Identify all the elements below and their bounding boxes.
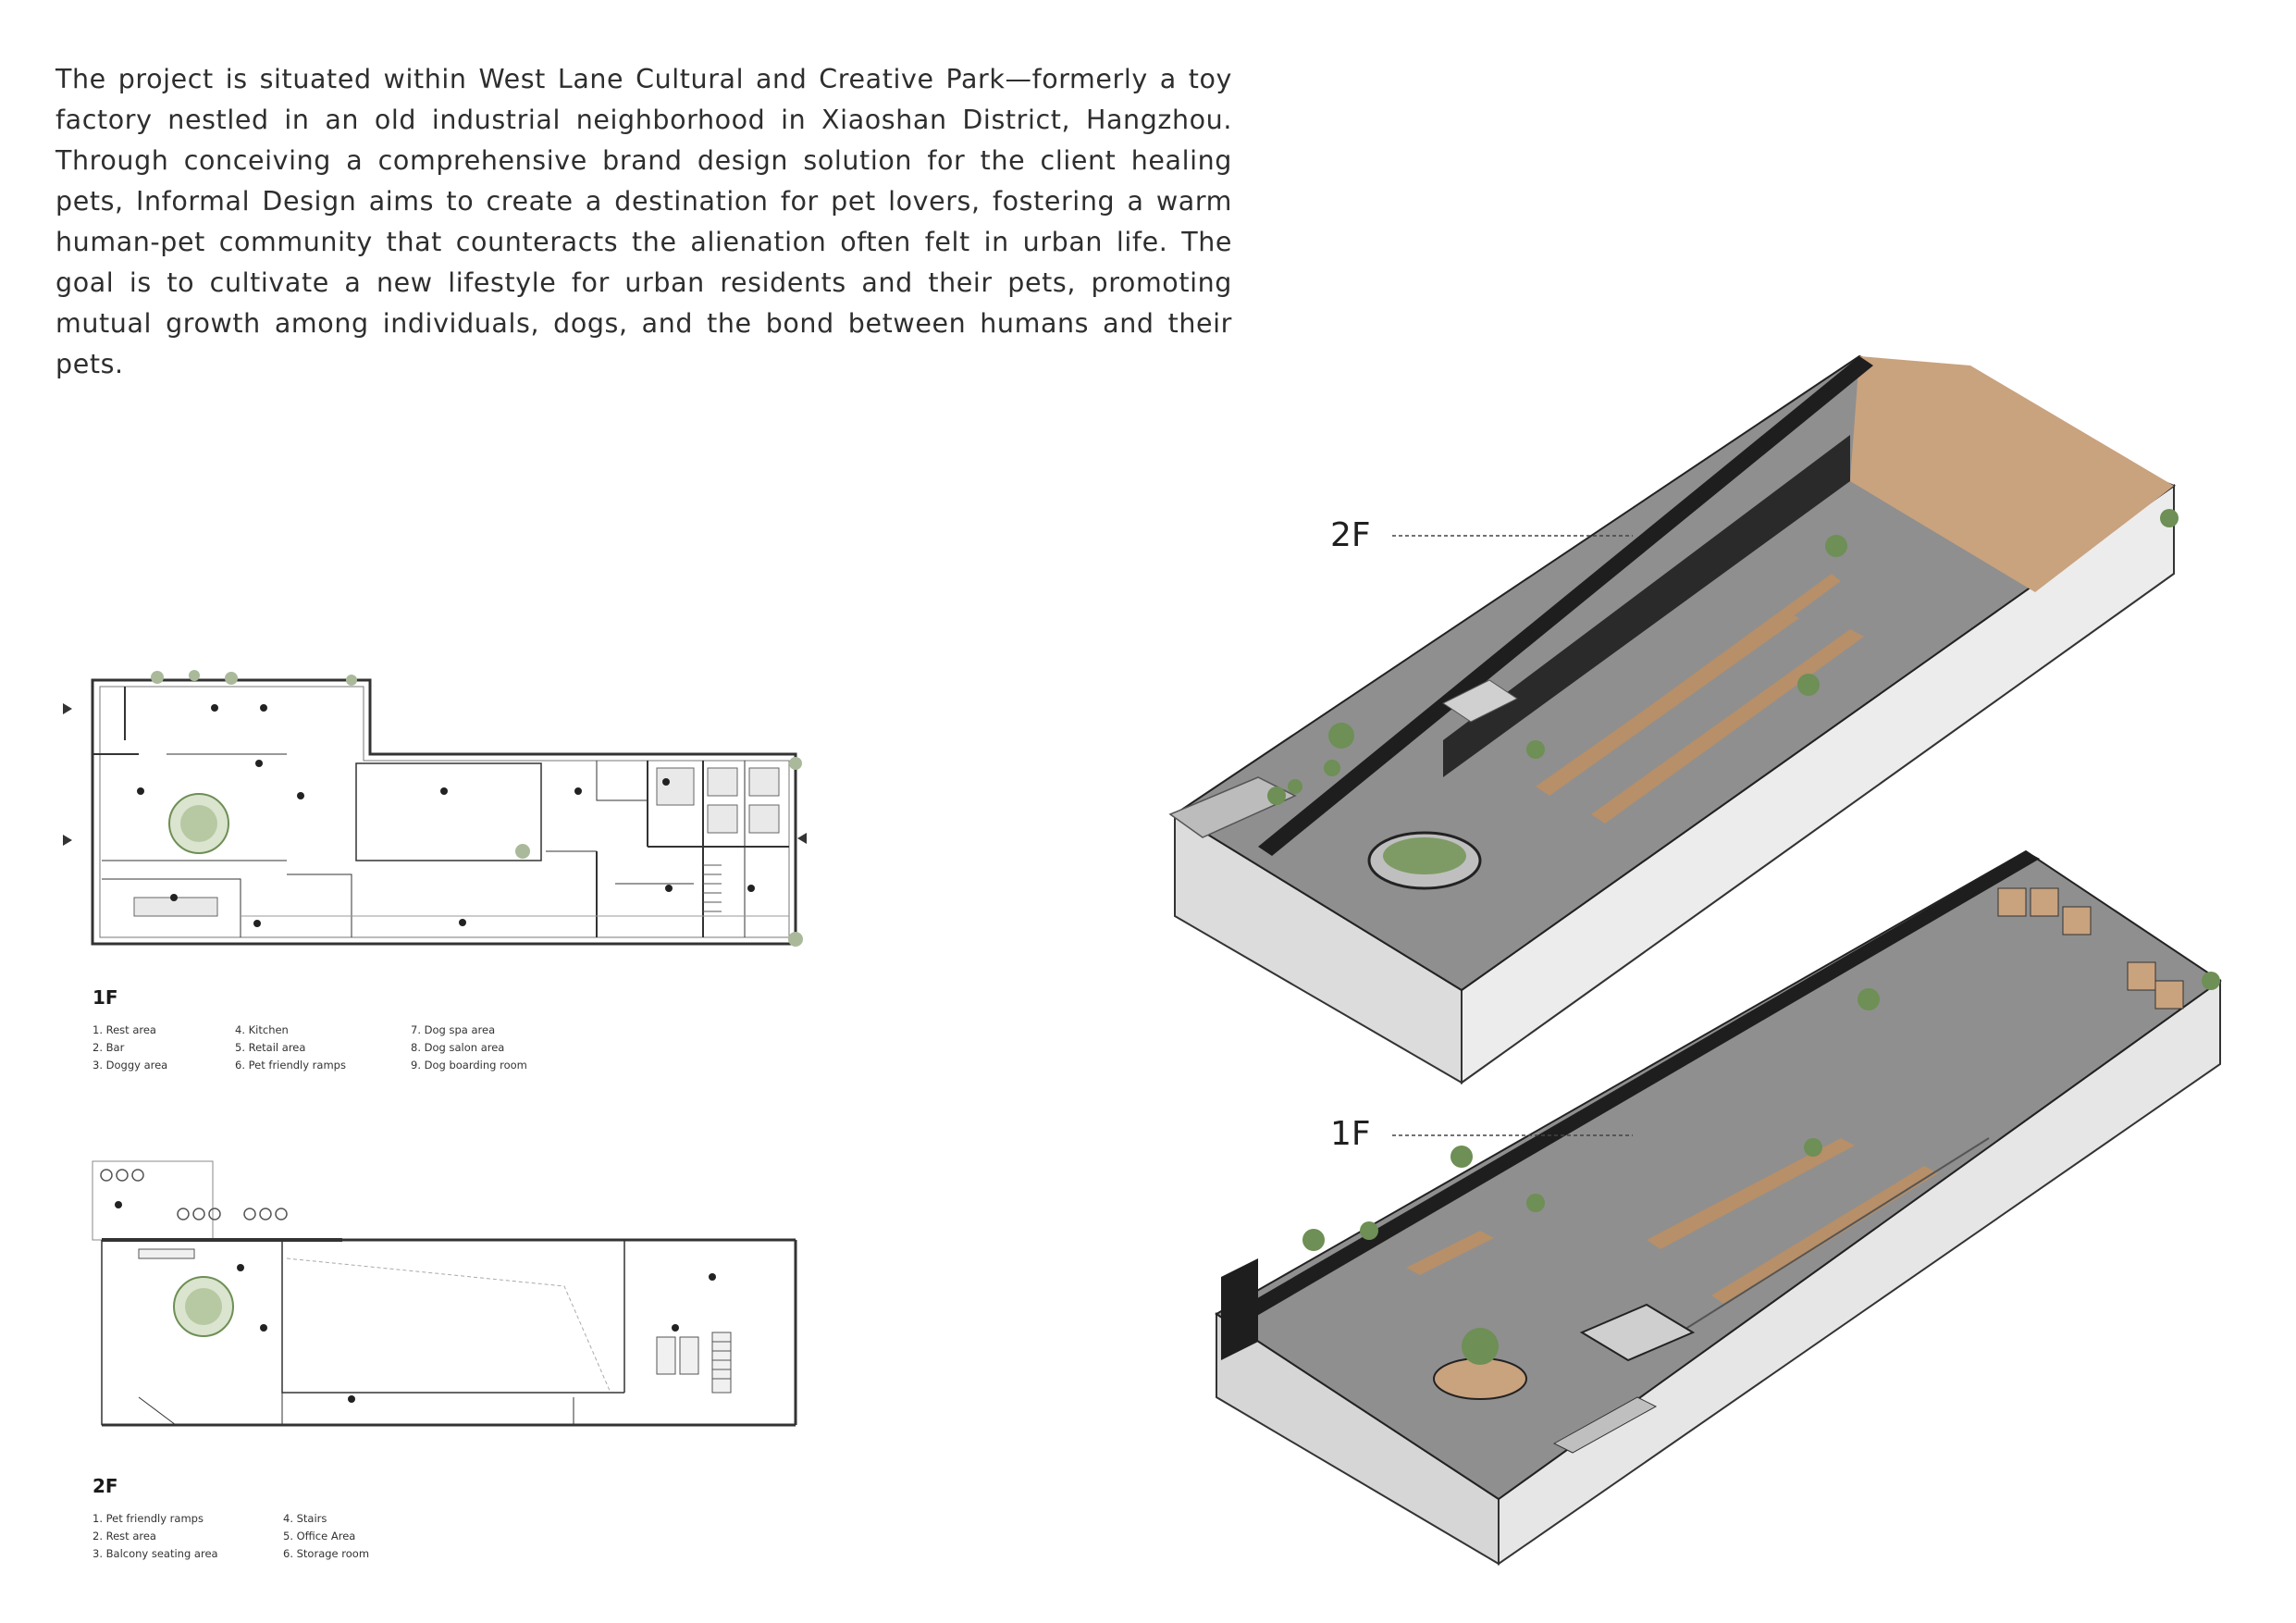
plan-1f-title: 1F <box>93 986 118 1009</box>
legend-item: 6. Storage room <box>283 1547 370 1560</box>
legend-item: 6. Pet friendly ramps <box>235 1059 346 1072</box>
legend-item: 4. Stairs <box>283 1512 327 1525</box>
intro-paragraph: The project is situated within West Lane… <box>56 64 1232 379</box>
legend-item: 4. Kitchen <box>235 1023 289 1036</box>
axonometric-2f <box>1168 354 2179 1084</box>
plan-2f-legend: 1. Pet friendly ramps 2. Rest area 3. Ba… <box>93 1511 431 1562</box>
legend-item: 1. Pet friendly ramps <box>93 1512 204 1525</box>
axonometric-label-1f: 1F <box>1330 1115 1371 1153</box>
floor-plan-1f <box>63 670 807 947</box>
legend-item: 2. Rest area <box>93 1530 156 1542</box>
legend-item: 2. Bar <box>93 1041 125 1054</box>
legend-item: 9. Dog boarding room <box>411 1059 527 1072</box>
legend-item: 3. Doggy area <box>93 1059 168 1072</box>
axonometric-label-2f: 2F <box>1330 516 1371 554</box>
plan-2f-title: 2F <box>93 1475 118 1497</box>
legend-item: 5. Office Area <box>283 1530 356 1542</box>
axonometric-1f <box>1215 849 2222 1566</box>
legend-item: 1. Rest area <box>93 1023 156 1036</box>
legend-item: 3. Balcony seating area <box>93 1547 218 1560</box>
legend-item: 7. Dog spa area <box>411 1023 496 1036</box>
floor-plan-2f <box>92 1160 797 1427</box>
plan-1f-legend: 1. Rest area 2. Bar 3. Doggy area 4. Kit… <box>93 1022 559 1073</box>
legend-item: 5. Retail area <box>235 1041 306 1054</box>
legend-item: 8. Dog salon area <box>411 1041 505 1054</box>
